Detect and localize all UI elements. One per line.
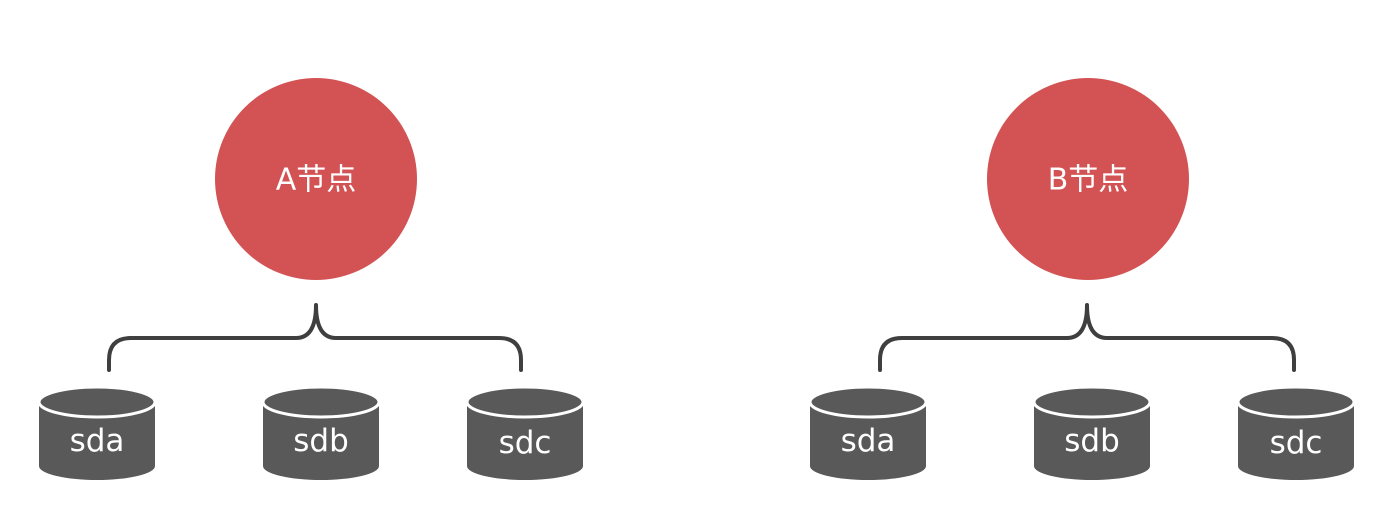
node-b-disk-sdc: sdc bbox=[1236, 385, 1356, 480]
disk-top bbox=[261, 385, 381, 419]
node-b-label: B节点 bbox=[1048, 163, 1129, 198]
disk-label: sda bbox=[841, 423, 896, 459]
disk-top bbox=[1032, 385, 1152, 419]
disk-top bbox=[37, 385, 157, 419]
disk-label: sda bbox=[70, 423, 125, 459]
disk-top bbox=[465, 385, 585, 419]
node-b-circle bbox=[987, 78, 1189, 280]
disk-top bbox=[808, 385, 928, 419]
disk-top bbox=[1236, 385, 1356, 419]
node-a-label: A节点 bbox=[276, 163, 357, 198]
disk-cylinder bbox=[810, 402, 926, 480]
disk-cylinder bbox=[1238, 402, 1354, 480]
node-b-brace bbox=[878, 303, 1296, 372]
node-group-b: B节点 sda sdb sdc bbox=[808, 78, 1356, 480]
node-a-brace bbox=[107, 303, 523, 372]
disk-cylinder bbox=[467, 402, 583, 480]
node-a-disk-sdc: sdc bbox=[465, 385, 585, 480]
disk-cylinder bbox=[1034, 402, 1150, 480]
node-group-a: A节点 sda sdb sdc bbox=[37, 78, 585, 480]
disk-label: sdb bbox=[1064, 423, 1120, 459]
node-b-disk-sda: sda bbox=[808, 385, 928, 480]
disk-label: sdc bbox=[499, 425, 552, 461]
node-a-circle bbox=[215, 78, 417, 280]
disk-cylinder bbox=[263, 402, 379, 480]
disk-cylinder bbox=[39, 402, 155, 480]
node-b-disk-sdb: sdb bbox=[1032, 385, 1152, 480]
node-a-disk-sdb: sdb bbox=[261, 385, 381, 480]
disk-label: sdb bbox=[293, 423, 349, 459]
node-a-disk-sda: sda bbox=[37, 385, 157, 480]
disk-label: sdc bbox=[1270, 425, 1323, 461]
